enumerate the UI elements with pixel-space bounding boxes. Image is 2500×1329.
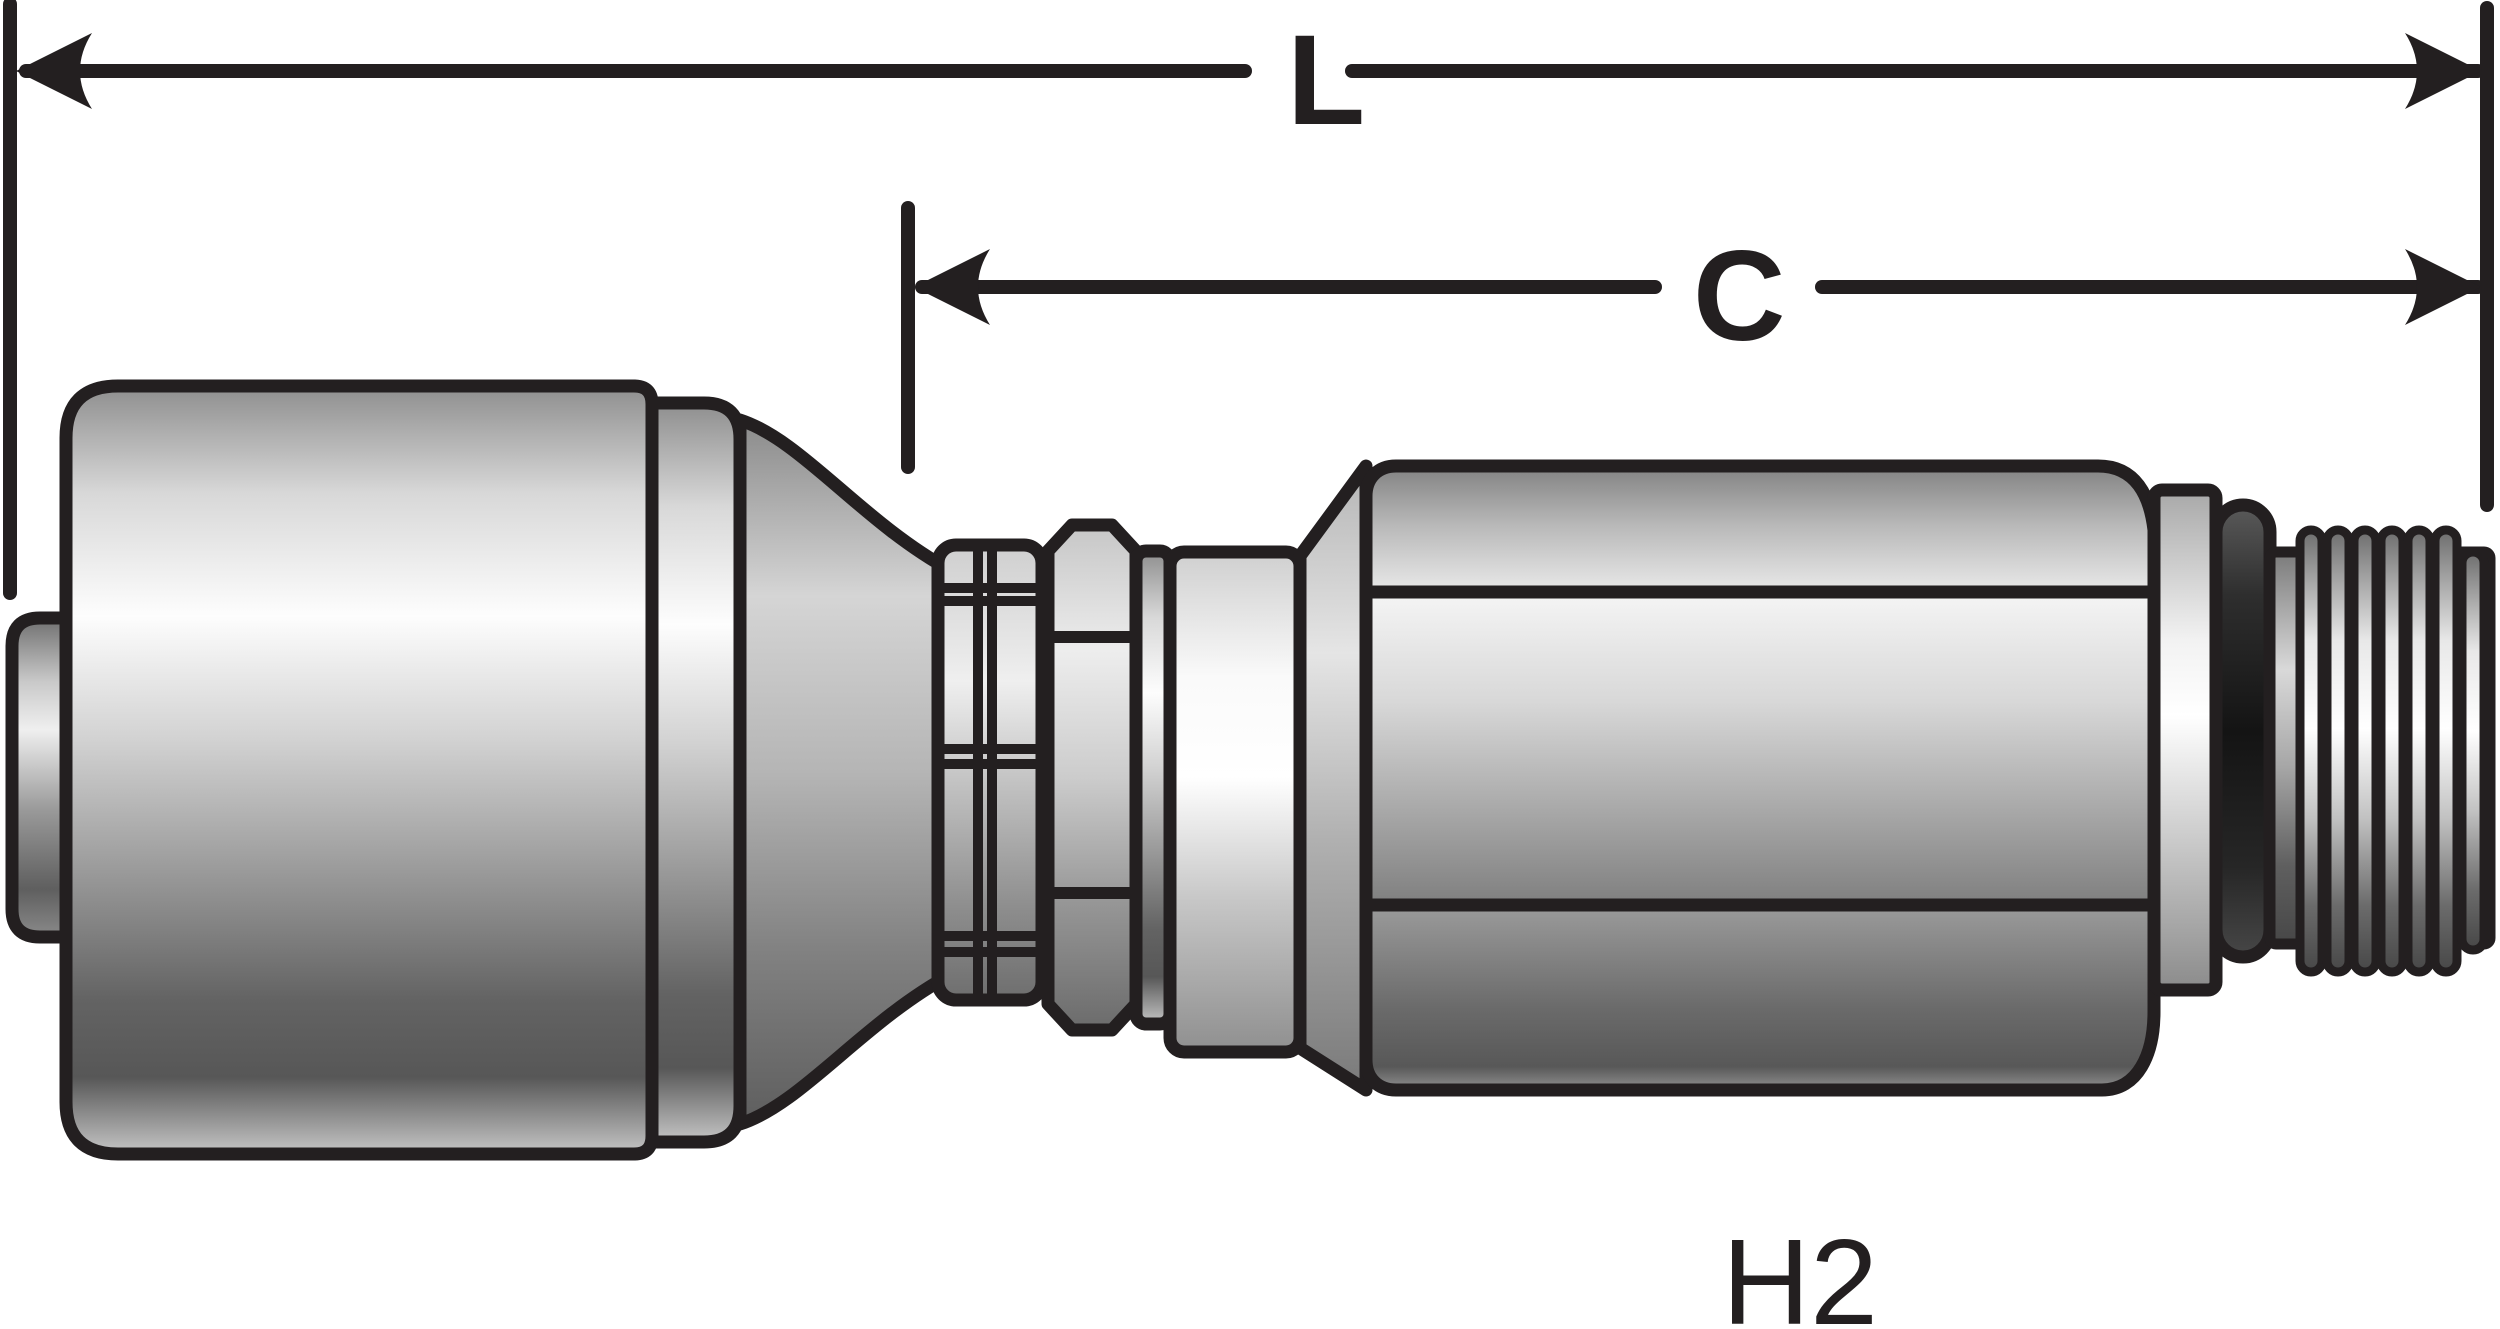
hex-flat-middle	[1366, 592, 2154, 905]
arrowhead-right-icon	[2405, 249, 2481, 325]
arrowhead-left-icon	[914, 249, 990, 325]
swivel-hex-nut-body	[1041, 518, 1143, 1037]
hex-flat-bottom	[1366, 905, 2154, 1090]
hex-end-chamfer-left	[1293, 459, 1373, 1097]
thread-ridge	[2295, 525, 2327, 977]
ferrule-shell	[59, 379, 659, 1161]
swivel-collar	[931, 538, 1049, 1007]
arrowhead-left-icon	[16, 33, 92, 109]
dimension-l: L	[3, 0, 2485, 600]
ferrule-end-cap	[645, 396, 747, 1149]
part-code-label: H2	[1722, 1214, 1878, 1329]
seal-face-ring	[2147, 483, 2223, 997]
hex-body-outline	[1359, 459, 2161, 1097]
thread-ridge	[2430, 525, 2462, 977]
swivel-hex-nut	[1041, 518, 1143, 1037]
hex-body	[1359, 459, 2161, 1097]
dimension-c: C	[901, 201, 2485, 474]
hex-flat-top	[1366, 466, 2154, 592]
threaded-end	[2264, 525, 2496, 977]
swivel-shoulder-taper	[733, 413, 957, 1131]
thread-ridge	[2403, 525, 2435, 977]
thread-ridge	[2349, 525, 2381, 977]
dimension-l-label: L	[1287, 9, 1365, 152]
dimension-c-label: C	[1693, 225, 1785, 368]
pilot-cylinder	[1163, 545, 1307, 1059]
thread-ridge	[2322, 525, 2354, 977]
coupling-illustration	[5, 379, 2496, 1161]
arrowhead-right-icon	[2405, 33, 2481, 109]
o-ring	[2209, 498, 2277, 964]
thread-ridge	[2376, 525, 2408, 977]
thread-ridge-end	[2457, 547, 2489, 955]
